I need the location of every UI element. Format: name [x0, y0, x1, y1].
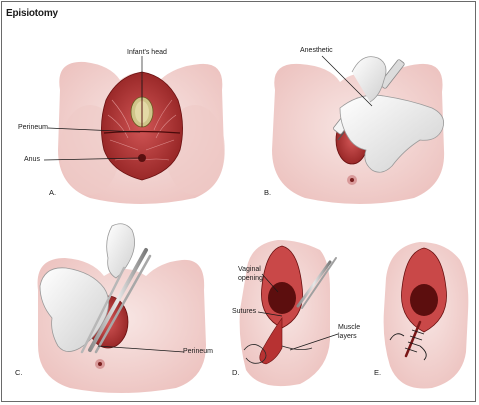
panel-a-leader-anus	[43, 157, 141, 161]
panel-b-glove	[339, 94, 445, 173]
panel-d	[239, 240, 339, 387]
panel-e	[383, 242, 469, 389]
label-sutures: Sutures	[232, 308, 257, 315]
panel-a-leader-perineum	[47, 127, 141, 133]
label-infants-head: Infant's head	[127, 49, 167, 56]
figure-title: Episiotomy	[6, 8, 58, 19]
label-anesthetic: Anesthetic	[300, 47, 333, 54]
label-anus: Anus	[24, 156, 40, 163]
label-opening: opening	[238, 275, 263, 282]
panel-c-letter: C.	[15, 368, 23, 377]
panel-d-leader-sutures	[257, 311, 283, 317]
label-vaginal: Vaginal	[238, 266, 261, 273]
panel-d-vaginal-opening	[268, 282, 296, 314]
panel-a-anus	[138, 154, 146, 162]
panel-e-repaired-incision	[404, 320, 422, 358]
panel-e-vaginal-opening	[410, 284, 438, 316]
panel-e-sutures	[389, 329, 427, 361]
label-muscle: Muscle	[338, 324, 361, 331]
panel-d-leader-muscle-layers	[289, 333, 339, 351]
panel-d-letter: D.	[232, 368, 240, 377]
panel-d-leader-vaginal-opening	[261, 273, 279, 293]
panel-a-perineum-line	[103, 130, 181, 134]
panel-c	[37, 223, 206, 393]
panel-d-suture-thread	[243, 344, 267, 364]
label-layers: layers	[338, 333, 357, 340]
panel-c-leader-perineum	[97, 345, 185, 353]
panel-b	[272, 55, 445, 204]
panel-a	[43, 56, 225, 204]
panel-b-leader-anesthetic	[321, 55, 373, 107]
panel-b-letter: B.	[264, 188, 272, 197]
panel-c-scissors	[80, 248, 152, 354]
panel-d-needle-holder	[296, 260, 332, 308]
label-perineum-a: Perineum	[18, 124, 48, 131]
panel-a-letter: A.	[49, 188, 57, 197]
panel-e-letter: E.	[374, 368, 382, 377]
label-perineum-c: Perineum	[183, 348, 213, 355]
